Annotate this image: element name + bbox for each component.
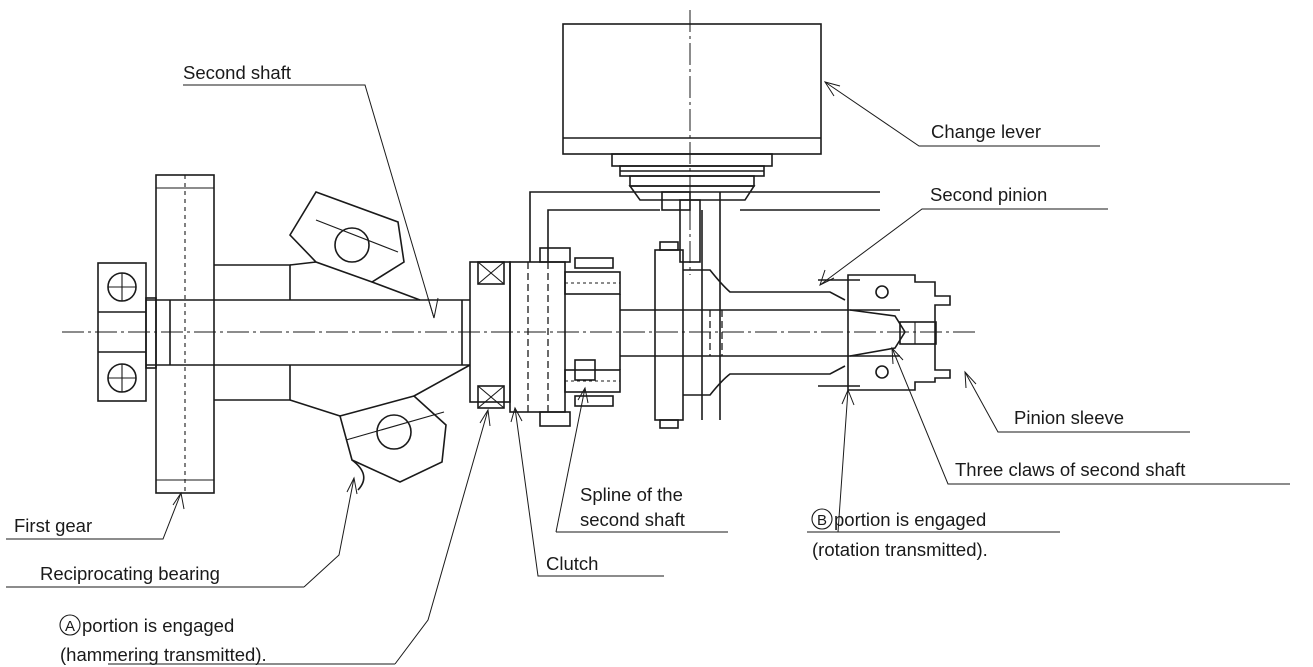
spline-of-second-shaft [564, 257, 621, 407]
a-marker-circle [59, 614, 81, 636]
label-spline-line1: Spline of the [580, 484, 683, 505]
label-second-shaft: Second shaft [183, 62, 291, 83]
b-marker: B [817, 512, 827, 529]
a-marker: A [65, 618, 75, 635]
label-spline-line2: second shaft [580, 509, 685, 530]
clutch [469, 247, 571, 427]
first-gear [155, 174, 215, 494]
three-claws [849, 309, 906, 357]
b-marker-circle [811, 508, 833, 530]
pinion-gear-block [654, 241, 846, 429]
reciprocating-bearing-lower [289, 364, 471, 491]
label-reciprocating-bearing: Reciprocating bearing [40, 563, 220, 584]
label-a-line1: portion is engaged [82, 615, 234, 636]
label-three-claws: Three claws of second shaft [955, 459, 1185, 480]
label-b-line1: portion is engaged [834, 509, 986, 530]
left-end-bearing [97, 262, 157, 402]
housing-bracket [529, 191, 880, 420]
second-shaft [146, 264, 470, 401]
pinion-sleeve [847, 274, 951, 391]
label-clutch: Clutch [546, 553, 598, 574]
label-first-gear: First gear [14, 515, 92, 536]
label-b-line2: (rotation transmitted). [812, 539, 988, 560]
second-pinion [818, 279, 860, 387]
reciprocating-bearing-upper [288, 191, 421, 301]
label-a-line2: (hammering transmitted). [60, 644, 267, 665]
label-change-lever: Change lever [931, 121, 1041, 142]
label-underlines [6, 84, 1290, 665]
label-pinion-sleeve: Pinion sleeve [1014, 407, 1124, 428]
label-second-pinion: Second pinion [930, 184, 1047, 205]
change-lever [562, 23, 822, 263]
